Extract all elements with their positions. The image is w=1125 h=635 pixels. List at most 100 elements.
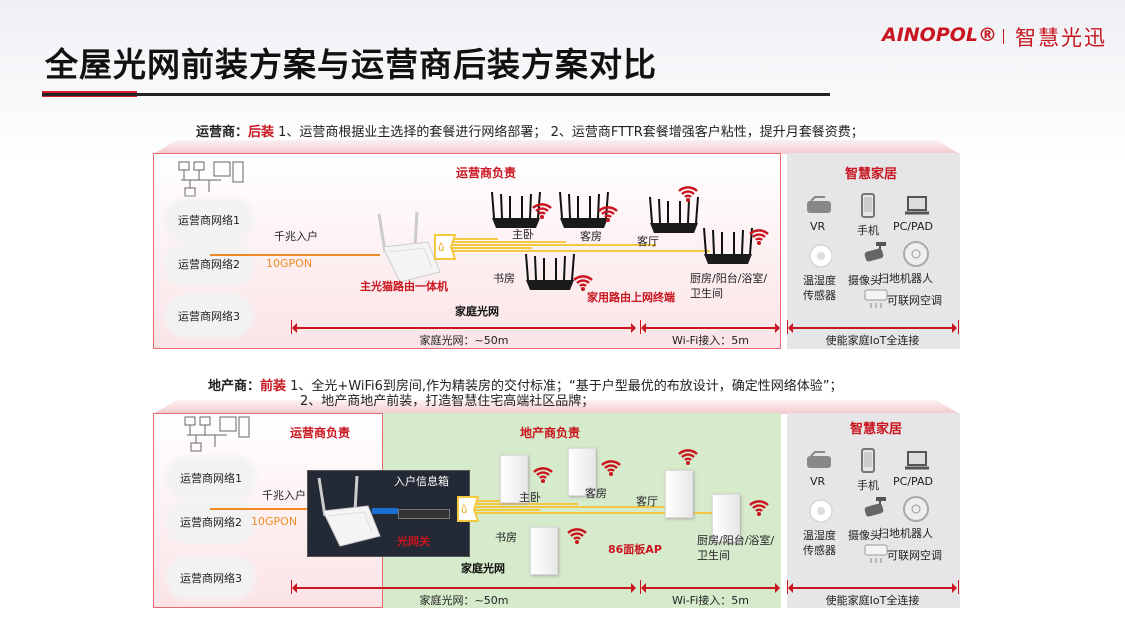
cloud-operator-network-2: 运营商网络2 — [168, 246, 250, 282]
smart-device-label-7: 可联网空调 — [887, 549, 942, 562]
blue-cable — [372, 508, 398, 514]
wifi-signal-icon — [572, 272, 594, 296]
smart-device-label-7: 可联网空调 — [887, 294, 942, 307]
span-arrow-0 — [292, 323, 636, 333]
switch-icon — [398, 509, 450, 519]
wifi-signal-icon — [600, 457, 622, 481]
gateway-label: 光网关 — [397, 535, 430, 548]
cloud-operator-network-3: 运营商网络3 — [168, 298, 250, 334]
smart-device-label-5: 摄像头 — [848, 274, 881, 287]
span-tick — [787, 580, 788, 594]
room-label-4: 厨房/阳台/浴室/ — [697, 534, 775, 547]
fiber-line-厨房 — [452, 250, 710, 252]
uplink-label: 千兆入户 — [262, 489, 306, 502]
smart-home-title: 智慧家居 — [850, 422, 903, 437]
room-label-2: 客厅 — [636, 495, 658, 508]
fiber-line-厨房 — [475, 512, 722, 514]
span-tick — [958, 320, 959, 334]
fiber-line-书房 — [452, 247, 532, 249]
span-tick — [291, 320, 292, 334]
bottom-description-2: 2、地产商地产前装，打造智慧住宅高端社区品牌； — [300, 394, 595, 409]
cam-icon — [862, 495, 888, 525]
sensor-icon — [808, 243, 834, 273]
room-label-1: 客房 — [585, 487, 607, 500]
top-description: 运营商：后装 1、运营商根据业主选择的套餐进行网络部署； 2、运营商FTTR套餐… — [196, 121, 864, 140]
cloud-operator-network-1: 运营商网络1 — [170, 460, 252, 496]
panel-ap-4 — [712, 494, 740, 542]
room-label-0: 主卧 — [512, 228, 534, 241]
smart-home-title: 智慧家居 — [845, 167, 898, 182]
cloud-operator-network-1: 运营商网络1 — [168, 202, 250, 238]
title-underline — [42, 93, 830, 96]
cloud-operator-network-2: 运营商网络2 — [170, 504, 252, 540]
wifi-router-icon-3 — [522, 252, 578, 298]
optical-splitter-icon: ů — [455, 494, 481, 528]
wifi-signal-icon — [677, 446, 699, 470]
pon-label: 10GPON — [251, 515, 298, 528]
bottom-text: 1、全光+WiFi6到房间,作为精装房的交付标准；“基于户型最优的布放设计，确定… — [286, 379, 843, 394]
phone-icon — [860, 448, 876, 478]
svg-text:ů: ů — [438, 242, 444, 254]
pc-icon — [903, 195, 931, 221]
operator-responsible-label: 运营商负责 — [290, 426, 351, 440]
network-computers-icon — [183, 415, 253, 469]
wifi-signal-icon — [597, 203, 619, 227]
smart-device-label-4: 传感器 — [803, 289, 836, 302]
span-arrow-1 — [641, 323, 780, 333]
fiber-line-客厅 — [475, 506, 675, 508]
logo-divider — [1003, 29, 1004, 44]
wifi-signal-icon — [566, 525, 588, 549]
panel-ap-0 — [500, 455, 528, 503]
cloud-operator-network-3: 运营商网络3 — [170, 560, 252, 596]
developer-responsible-label: 地产商负责 — [520, 426, 581, 440]
fiber-uplink-line — [210, 254, 380, 256]
span-arrow-1 — [641, 583, 780, 593]
span-arrow-2 — [788, 323, 957, 333]
sensor-icon — [808, 498, 834, 528]
room-label-1: 客房 — [580, 230, 602, 243]
wifi-router-icon-1 — [556, 190, 612, 236]
wifi-signal-icon — [677, 183, 699, 207]
panel-ap-3 — [530, 527, 558, 575]
wifi-signal-icon — [748, 226, 770, 250]
uplink-label: 千兆入户 — [274, 230, 318, 243]
smart-device-label-2: PC/PAD — [893, 475, 933, 488]
smart-device-label-6: 扫地机器人 — [878, 272, 933, 285]
smart-device-label-3: 温湿度 — [803, 529, 836, 542]
top-text: 1、运营商根据业主选择的套餐进行网络部署； 2、运营商FTTR套餐增强客户粘性，… — [274, 125, 864, 140]
brand-logo-cn: 智慧光迅 — [1015, 26, 1107, 50]
phone-icon — [860, 193, 876, 223]
gateway-icon — [315, 475, 385, 555]
fiber-line-主卧 — [452, 238, 498, 240]
smart-device-label-4: 传感器 — [803, 544, 836, 557]
optical-splitter-icon: ů — [432, 232, 458, 266]
network-computers-icon — [177, 160, 247, 214]
room-label-2: 客厅 — [637, 235, 659, 248]
span-tick — [291, 580, 292, 594]
top-trapezoid — [153, 140, 960, 154]
span-label-1: Wi-Fi接入：5m — [672, 594, 749, 607]
wifi-router-icon-2 — [646, 195, 702, 241]
span-tick — [787, 320, 788, 334]
span-tick — [958, 580, 959, 594]
smart-device-label-2: PC/PAD — [893, 220, 933, 233]
wifi-signal-icon — [531, 200, 553, 224]
top-lead: 运营商： — [196, 125, 249, 140]
smart-device-label-3: 温湿度 — [803, 274, 836, 287]
span-label-2: 使能家庭IoT全连接 — [825, 594, 920, 607]
home-net-label: 家庭光网 — [455, 305, 499, 318]
fiber-uplink-line — [210, 508, 320, 510]
bottom-description: 地产商：前装 1、全光+WiFi6到房间,作为精装房的交付标准；“基于户型最优的… — [208, 375, 843, 394]
cam-icon — [862, 240, 888, 270]
main-ont-router-icon — [375, 211, 445, 291]
panel-ap-2 — [665, 470, 693, 518]
bottom-trapezoid — [153, 400, 960, 414]
smart-device-label-6: 扫地机器人 — [878, 527, 933, 540]
operator-responsible-label: 运营商负责 — [456, 166, 517, 180]
room-label-3: 书房 — [493, 272, 515, 285]
robot-icon — [902, 240, 930, 272]
svg-text:ů: ů — [461, 504, 467, 516]
smart-device-label-0: VR — [810, 475, 826, 488]
page-title: 全屋光网前装方案与运营商后装方案对比 — [45, 45, 657, 84]
wifi-signal-icon — [532, 464, 554, 488]
